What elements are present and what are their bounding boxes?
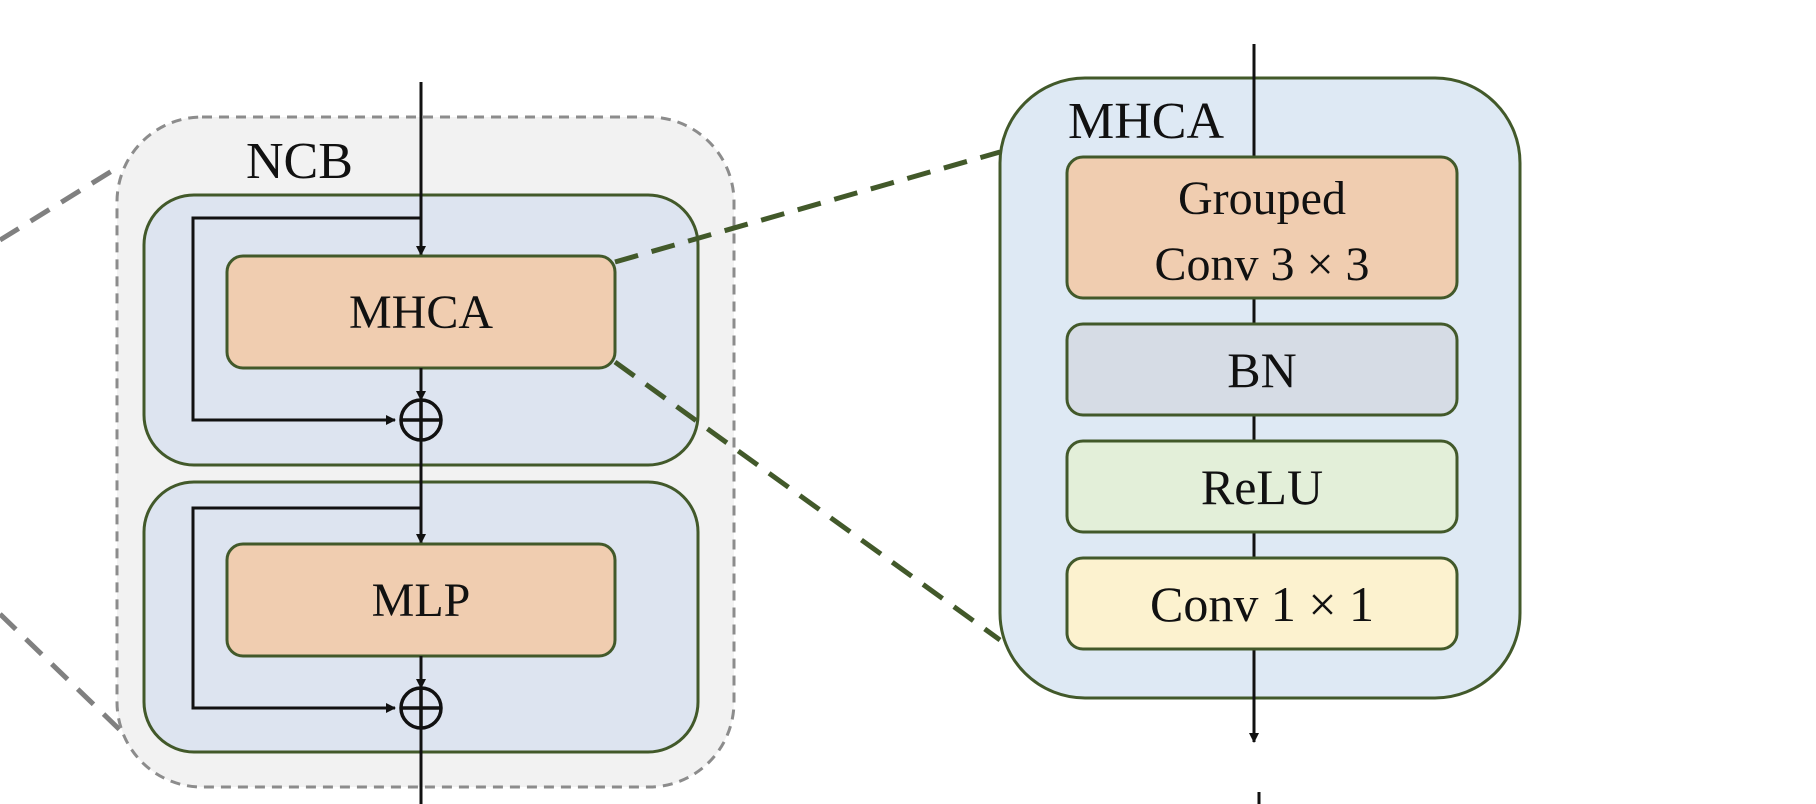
mhca-detail-title: MHCA [1068,93,1224,150]
ncb-title: NCB [246,133,353,190]
zoom-line-top [614,149,1001,265]
left-zoom-line-bottom [0,612,122,732]
conv1x1-box [1065,556,1459,651]
grouped-conv-box [1065,155,1459,300]
left-zoom-line-top [0,163,122,243]
mlp-box-label: MLP [372,574,471,627]
zoom-line-bottom [613,359,1002,643]
relu-label: ReLU [1201,459,1323,515]
relu-box [1065,439,1459,534]
bn-box [1065,322,1459,417]
grouped-conv-label-line2: Conv 3 × 3 [1154,238,1369,291]
skip-connection-1 [191,216,421,425]
add-symbol-1 [399,398,443,442]
grouped-conv-label-line1: Grouped [1178,172,1346,225]
skip-connection-2 [191,506,421,713]
mhca-box-label: MHCA [349,286,493,339]
conv1x1-label: Conv 1 × 1 [1150,576,1374,632]
add-symbol-2 [399,686,443,730]
bn-label: BN [1227,342,1296,398]
